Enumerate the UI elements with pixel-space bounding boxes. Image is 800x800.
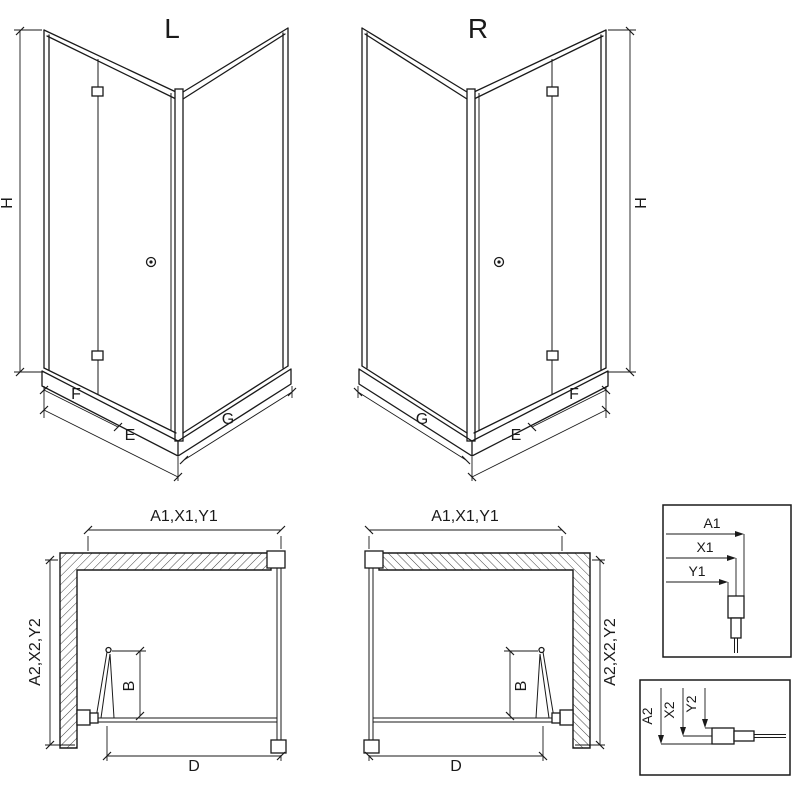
- detail-bottom-dim-x2: [680, 688, 712, 737]
- detail-bottom-dim-a2: [658, 688, 712, 745]
- variant-label-right: R: [468, 13, 488, 44]
- plan-left-entry-dim: D: [188, 758, 200, 775]
- variant-label-left: L: [164, 13, 180, 44]
- plan-left-side-dim: A2,X2,Y2: [27, 618, 44, 686]
- detail-top-label-x1: X1: [696, 539, 713, 555]
- detail-box-top: [662, 504, 792, 658]
- detail-top-dim-a1: [666, 531, 745, 596]
- plan-view-right: [363, 525, 606, 762]
- plan-right-top-dim: A1,X1,Y1: [431, 508, 499, 525]
- plan-right-side-dim: A2,X2,Y2: [602, 618, 619, 686]
- dim-label-f-left: F: [71, 386, 81, 403]
- dim-label-g-left: G: [222, 411, 234, 428]
- dim-label-f-right: F: [569, 386, 579, 403]
- dim-label-height-left: H: [0, 197, 16, 209]
- plan-view-left: [44, 525, 287, 762]
- detail-top-label-y1: Y1: [688, 563, 705, 579]
- detail-bottom-label-a2: A2: [639, 707, 655, 724]
- dim-label-g-right: G: [416, 411, 428, 428]
- labels: L R H F E G H G E F A1,X1,Y1 A2,X2,Y2 B …: [0, 13, 721, 775]
- dim-label-e-right: E: [511, 427, 522, 444]
- detail-bottom-label-y2: Y2: [683, 695, 699, 712]
- plan-right-door-dim: B: [513, 681, 530, 692]
- wall-profile-section-top: [727, 595, 745, 653]
- detail-box-bottom: [639, 679, 791, 776]
- perspective-view-right: [353, 26, 637, 482]
- dim-label-height-right: H: [633, 197, 650, 209]
- dim-label-e-left: E: [125, 427, 136, 444]
- plan-left-top-dim: A1,X1,Y1: [150, 508, 218, 525]
- detail-bottom-label-x2: X2: [661, 701, 677, 718]
- detail-top-dim-x1: [666, 555, 737, 598]
- plan-right-entry-dim: D: [450, 758, 462, 775]
- wall-profile-section-bottom: [711, 727, 786, 745]
- detail-top-label-a1: A1: [703, 515, 720, 531]
- perspective-view-left: [13, 26, 297, 482]
- detail-top-frame: [662, 504, 792, 658]
- plan-left-door-dim: B: [121, 681, 138, 692]
